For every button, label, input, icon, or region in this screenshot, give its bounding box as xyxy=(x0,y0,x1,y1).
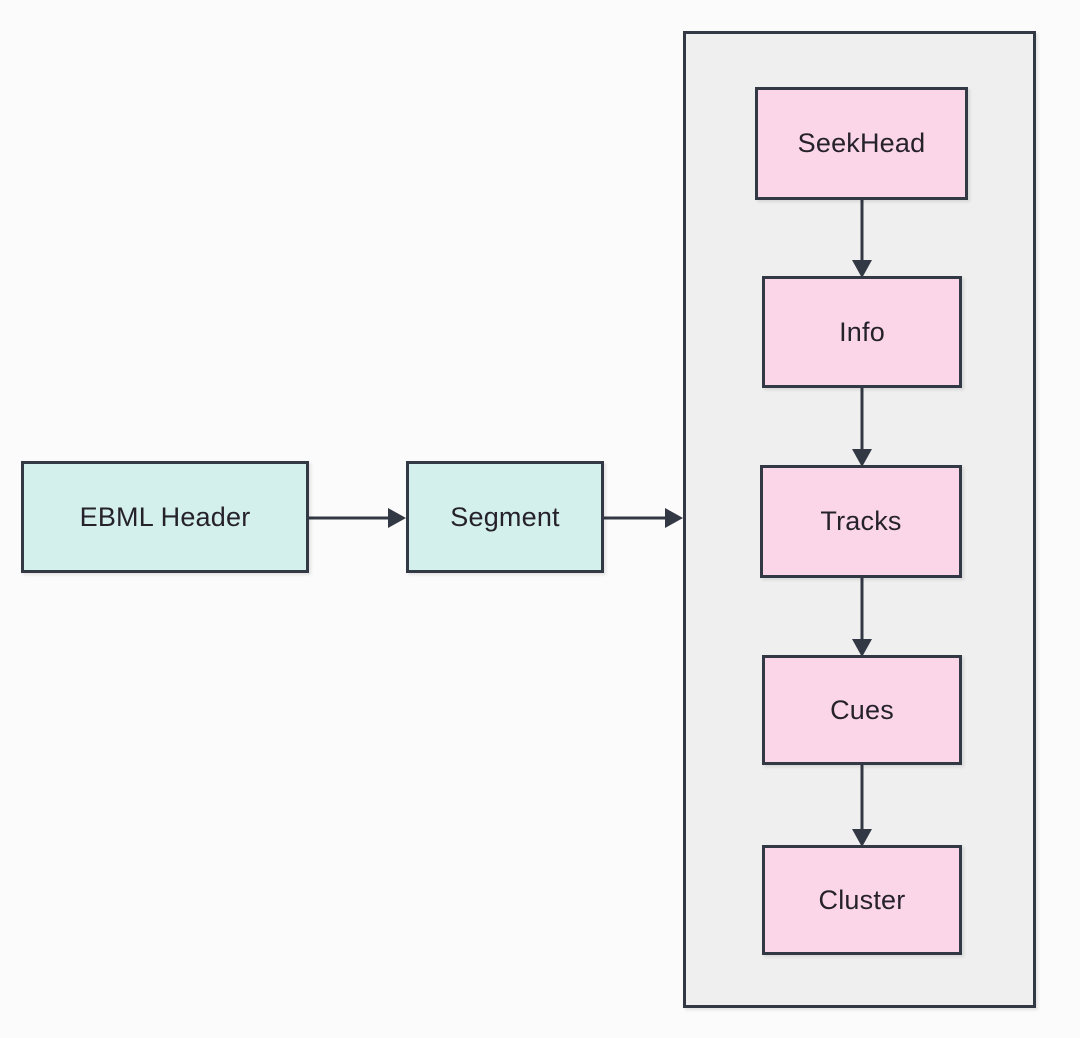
edge-segment-to-segment-children xyxy=(604,508,683,528)
node-ebml-header[interactable]: EBML Header xyxy=(21,461,309,573)
edge-ebml-header-to-segment xyxy=(309,508,406,528)
node-segment[interactable]: Segment xyxy=(406,461,604,573)
node-tracks[interactable]: Tracks xyxy=(760,465,962,578)
node-cues[interactable]: Cues xyxy=(762,655,962,765)
node-info[interactable]: Info xyxy=(762,276,962,388)
node-seekhead[interactable]: SeekHead xyxy=(755,87,968,200)
node-cluster[interactable]: Cluster xyxy=(762,845,962,955)
